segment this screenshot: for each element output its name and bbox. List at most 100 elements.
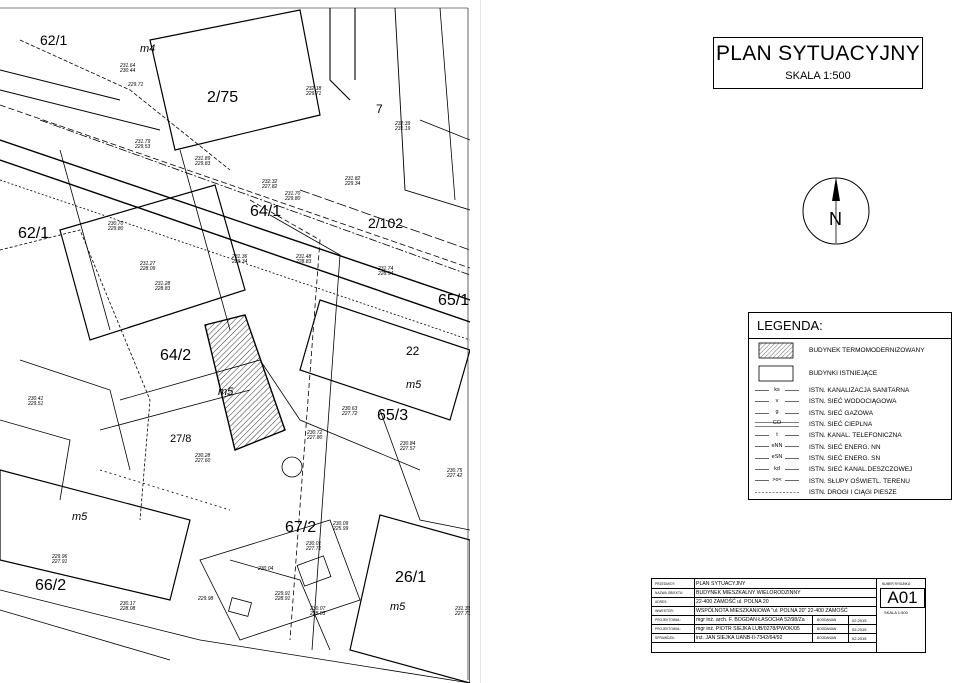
svg-text:65/3: 65/3 bbox=[377, 407, 408, 424]
svg-text:230.72: 230.72 bbox=[306, 430, 323, 436]
title-block-row-value: WSPÓLNOTA MIESZKANIOWA "ul. POLNA 20" 22… bbox=[696, 607, 848, 614]
svg-text:231.19: 231.19 bbox=[394, 126, 411, 132]
title-block-row-role: BOGDANIAN bbox=[817, 618, 837, 622]
legend-label: ISTN. KANAL. TELEFONICZNA bbox=[809, 432, 902, 440]
legend-label: ISTN. SIEĆ KANAL.DESZCZOWEJ bbox=[809, 466, 913, 474]
svg-text:67/2: 67/2 bbox=[285, 519, 316, 536]
svg-text:64/2: 64/2 bbox=[160, 347, 191, 364]
svg-text:2/75: 2/75 bbox=[207, 89, 238, 106]
svg-text:228.91: 228.91 bbox=[274, 596, 291, 602]
page-title: PLAN SYTUACYJNY bbox=[715, 42, 921, 65]
svg-text:m4: m4 bbox=[140, 43, 155, 55]
title-block-row-value: inż. JAN SIEJKA UANB-II-7342/64/92 bbox=[696, 634, 783, 641]
legend-line-symbol: eSN bbox=[749, 453, 805, 464]
svg-text:231.33: 231.33 bbox=[454, 606, 470, 612]
legend-row: ks ISTN. KANALIZACJA SANITARNA bbox=[749, 385, 951, 396]
svg-text:229.34: 229.34 bbox=[344, 181, 361, 187]
svg-text:228.08: 228.08 bbox=[119, 606, 136, 612]
legend-symbol-text: t bbox=[776, 431, 778, 438]
title-block-scale: SKALA 1:500 bbox=[884, 610, 908, 615]
legend-existing-label: BUDYNKI ISTNIEJĄCE bbox=[809, 370, 878, 377]
legend-label: ISTN. KANALIZACJA SANITARNA bbox=[809, 387, 910, 395]
title-block-row: PROJEKTOWAŁ:mgr inż. PIOTR SIEJKA LUB/02… bbox=[652, 624, 876, 634]
legend-symbol-text: g bbox=[775, 409, 779, 416]
svg-text:229.34: 229.34 bbox=[231, 259, 248, 265]
north-label: N bbox=[829, 209, 842, 229]
svg-text:m5: m5 bbox=[218, 386, 234, 398]
legend-row: t ISTN. KANAL. TELEFONICZNA bbox=[749, 430, 951, 441]
title-block-row-label: ADRES: bbox=[655, 599, 668, 604]
svg-text:227.71: 227.71 bbox=[305, 546, 322, 552]
site-plan-map: 2/75 64/1 64/2 65/1 65/3 67/2 26/1 66/2 … bbox=[0, 7, 470, 683]
legend-label: ISTN. SIEĆ CIEPLNA bbox=[809, 421, 873, 429]
svg-text:230.28: 230.28 bbox=[194, 453, 211, 459]
svg-text:m5: m5 bbox=[72, 511, 88, 523]
svg-text:229.80: 229.80 bbox=[107, 226, 124, 232]
legend-heading: LEGENDA: bbox=[749, 313, 951, 339]
svg-text:232.39: 232.39 bbox=[394, 121, 411, 127]
title-block-row-value: 22-400 ZAMOŚĆ ul. POLNA 20 bbox=[696, 598, 769, 605]
svg-text:230.09: 230.09 bbox=[332, 521, 349, 527]
svg-text:227.42: 227.42 bbox=[446, 473, 463, 479]
svg-text:229.96: 229.96 bbox=[51, 554, 68, 560]
svg-text:231.48: 231.48 bbox=[295, 254, 312, 260]
title-block-row-label: INWESTOR: bbox=[655, 608, 674, 613]
legend-symbol-text: v bbox=[775, 397, 779, 404]
svg-text:229.91: 229.91 bbox=[274, 591, 291, 597]
svg-text:229.80: 229.80 bbox=[284, 196, 301, 202]
legend-line-symbol: t bbox=[749, 430, 805, 441]
title-block-row-value: PLAN SYTUACYJNY bbox=[696, 580, 746, 587]
svg-text:229.71: 229.71 bbox=[305, 91, 322, 97]
svg-text:230.01: 230.01 bbox=[305, 541, 322, 547]
legend-line-symbol: kd bbox=[749, 464, 805, 475]
svg-text:66/2: 66/2 bbox=[35, 577, 66, 594]
svg-text:227.80: 227.80 bbox=[306, 435, 323, 441]
svg-text:232.32: 232.32 bbox=[261, 179, 278, 185]
legend-line-symbol: CO bbox=[749, 419, 805, 430]
svg-text:231.82: 231.82 bbox=[344, 176, 361, 182]
legend: LEGENDA: BUDYNEK TERMOMODERNIZOWANY BUDY… bbox=[748, 312, 952, 500]
svg-text:232.18: 232.18 bbox=[305, 86, 322, 92]
svg-text:27/8: 27/8 bbox=[170, 433, 191, 445]
svg-text:231.27: 231.27 bbox=[139, 261, 156, 267]
svg-text:230.04: 230.04 bbox=[257, 566, 274, 572]
svg-text:22: 22 bbox=[406, 344, 420, 358]
legend-line-symbol: ks bbox=[749, 385, 805, 396]
legend-line-symbol: g bbox=[749, 408, 805, 419]
title-block-row: INWESTOR: WSPÓLNOTA MIESZKANIOWA "ul. POL… bbox=[652, 606, 876, 616]
legend-symbol-text: eNN bbox=[771, 442, 783, 449]
title-block-row-label: SPRAWDZIŁ: bbox=[655, 635, 676, 640]
legend-row: ISTN. DROGI I CIĄGI PIESZE bbox=[749, 487, 951, 498]
title-block-row: PRZEDMIOT:PLAN SYTUACYJNY bbox=[652, 579, 876, 589]
svg-text:231.89: 231.89 bbox=[194, 156, 211, 162]
title-block-row-date: 02.2015 bbox=[852, 626, 867, 632]
legend-row: CO ISTN. SIEĆ CIEPLNA bbox=[749, 419, 951, 430]
title-block-row: SPRAWDZIŁ: inż. JAN SIEJKA UANB-II-7342/6… bbox=[652, 633, 876, 643]
svg-text:227.72: 227.72 bbox=[341, 411, 358, 417]
legend-symbol-text: CO bbox=[772, 420, 782, 427]
svg-text:230.75: 230.75 bbox=[446, 468, 463, 474]
legend-line-symbol: >o< bbox=[749, 475, 805, 486]
title-block-row-value: mgr inż. arch. F. BOGDAN ŁASOCHA 52/98/Z… bbox=[696, 616, 805, 623]
title-block-row-value: mgr inż. PIOTR SIEJKA LUB/0278/PWOK/05 bbox=[696, 625, 800, 632]
svg-text:230.44: 230.44 bbox=[119, 68, 136, 74]
legend-row: >o<ISTN. SŁUPY OŚWIETL. TERENU bbox=[749, 475, 951, 486]
svg-text:231.64: 231.64 bbox=[119, 63, 136, 69]
svg-text:231.70: 231.70 bbox=[284, 191, 301, 197]
legend-symbol-text: eSN bbox=[771, 454, 783, 461]
svg-text:62/1: 62/1 bbox=[40, 32, 67, 48]
svg-text:227.70: 227.70 bbox=[454, 611, 470, 617]
svg-text:m5: m5 bbox=[406, 379, 422, 391]
legend-row-hatched: BUDYNEK TERMOMODERNIZOWANY bbox=[749, 339, 951, 362]
svg-text:228.03: 228.03 bbox=[309, 611, 326, 617]
svg-text:229.53: 229.53 bbox=[134, 144, 151, 150]
svg-text:230.07: 230.07 bbox=[309, 606, 326, 612]
title-block-row-label: PROJEKTOWAŁ: bbox=[655, 617, 681, 622]
title-block-row: ADRES: 22-400 ZAMOŚĆ ul. POLNA 20 bbox=[652, 597, 876, 607]
title-block-row-value: BUDYNEK MIESZKALNY WIELORODZINNY bbox=[696, 589, 801, 596]
drawing-number-label: NUMER RYSUNKU: bbox=[882, 581, 911, 586]
